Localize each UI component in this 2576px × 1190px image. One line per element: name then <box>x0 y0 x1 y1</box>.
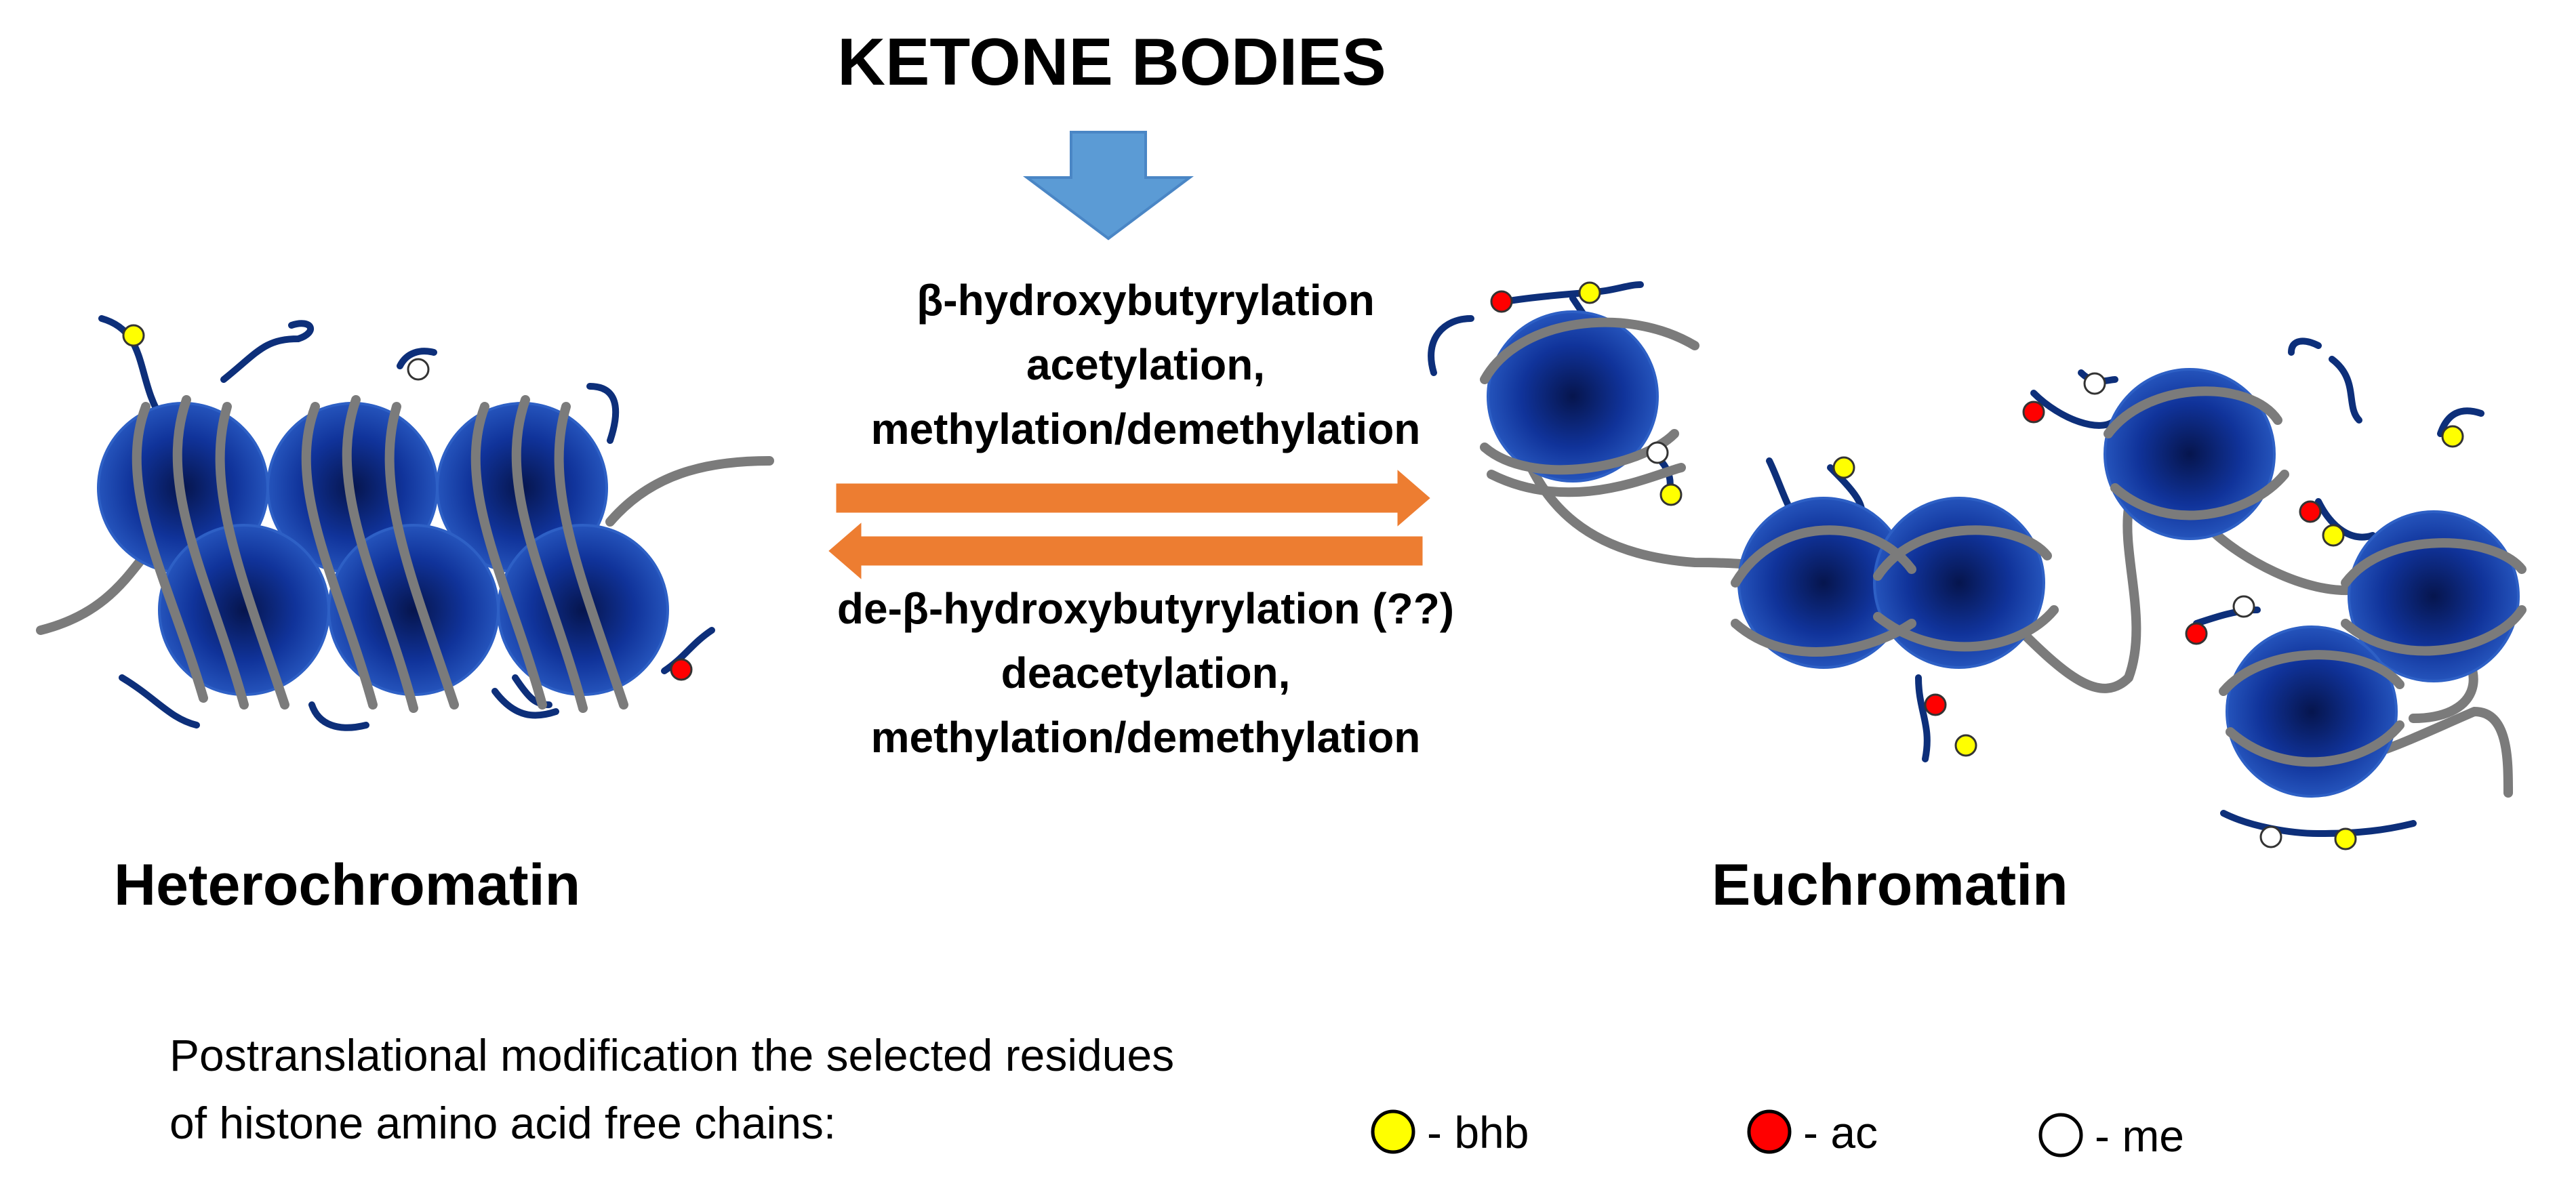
legend-me-dot <box>2038 1113 2083 1157</box>
legend-me-label: - me <box>2095 1111 2184 1161</box>
caption-line-2: of histone amino acid free chains: <box>169 1098 836 1148</box>
forward-mod-2: acetylation, <box>1026 340 1265 389</box>
heterochromatin-label: Heterochromatin <box>114 853 580 918</box>
reverse-mod-3: methylation/demethylation <box>871 713 1421 762</box>
euchromatin-label: Euchromatin <box>1712 853 2068 918</box>
title: KETONE BODIES <box>837 24 1386 99</box>
forward-mod-1: β-hydroxybutyrylation <box>917 276 1375 325</box>
legend: - bhb - ac - me <box>1371 1107 2184 1161</box>
forward-mod-3: methylation/demethylation <box>871 405 1421 453</box>
euchromatin-illustration <box>1428 281 2527 850</box>
legend-ac-label: - ac <box>1803 1107 1878 1157</box>
reverse-mod-1: de-β-hydroxybutyrylation (??) <box>837 584 1454 633</box>
caption-line-1: Postranslational modification the select… <box>169 1030 1174 1080</box>
down-arrow <box>1023 131 1194 241</box>
heterochromatin-illustration <box>36 315 774 731</box>
reverse-mod-2: deacetylation, <box>1001 649 1291 697</box>
reverse-arrow <box>825 518 1425 584</box>
legend-bhb-dot <box>1371 1109 1415 1154</box>
legend-bhb-label: - bhb <box>1427 1107 1529 1157</box>
forward-arrow <box>834 465 1434 531</box>
legend-ac-dot <box>1747 1109 1792 1154</box>
